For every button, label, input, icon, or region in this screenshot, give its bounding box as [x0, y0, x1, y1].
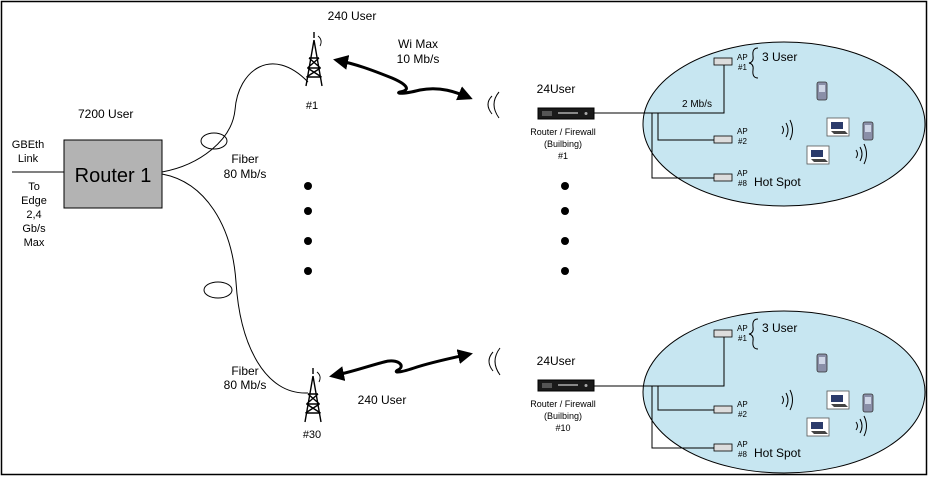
- ap-device-icon: [713, 135, 733, 144]
- ap-device-icon: [713, 443, 733, 452]
- ap-device-icon: [713, 57, 733, 66]
- wimax-label-2: 10 Mb/s: [397, 52, 440, 66]
- edge-label-line-4: Gb/s: [22, 223, 46, 235]
- fiber-top-cable: [161, 63, 309, 173]
- wifi-signal-icon: [855, 143, 867, 165]
- ap-mid-label-1: AP: [737, 127, 748, 136]
- ap-bot-label-2: #8: [738, 179, 747, 188]
- ap-bot-label-1: AP: [737, 440, 748, 449]
- continuation-dots-right: [561, 182, 569, 275]
- laptop-icon: [826, 117, 850, 137]
- cell-top-area: [642, 41, 926, 207]
- ap-bot-label-1: AP: [737, 169, 748, 178]
- tower-1: 240 User #1: [305, 9, 377, 112]
- tower-30: #30 240 User: [303, 368, 407, 441]
- ap-top-users: 3 User: [762, 321, 797, 335]
- edge-label-line-3: 2,4: [26, 209, 41, 221]
- ap-top-label-2: #1: [738, 334, 747, 343]
- hotspot-label: Hot Spot: [754, 446, 801, 460]
- laptop-icon: [826, 390, 850, 410]
- building-10-label-2: (Builbing): [544, 411, 582, 421]
- cell-bottom-area: [642, 310, 926, 474]
- ap-top-label-1: AP: [737, 324, 748, 333]
- uplink-label-line-1: GBEth: [12, 139, 44, 151]
- tower-1-users: 240 User: [328, 9, 377, 23]
- rack-router-icon: [537, 379, 595, 392]
- fiber-top-loop: [200, 132, 228, 150]
- building-1-label-3: #1: [558, 151, 568, 161]
- wimax-zigzag-bottom: [329, 349, 473, 381]
- ap-mid-label-2: #2: [738, 137, 747, 146]
- laptop-icon: [806, 417, 830, 437]
- pda-icon: [862, 121, 874, 141]
- ap-top-users: 3 User: [762, 50, 797, 64]
- ap-device-icon: [713, 405, 733, 414]
- fiber-bottom-loop: [203, 281, 233, 299]
- wimax-link-top: Wi Max 10 Mb/s: [333, 37, 473, 101]
- wifi-signal-icon: [781, 389, 793, 411]
- tower-30-label: #30: [303, 429, 321, 441]
- ap-top-label-1: AP: [737, 53, 748, 62]
- fiber-bottom: Fiber 80 Mb/s: [161, 173, 309, 394]
- tower-1-label: #1: [306, 100, 318, 112]
- ap-device-icon: [713, 329, 733, 338]
- building-10: 24User Router / Firewall (Builbing) #10: [530, 354, 596, 433]
- pda-icon: [816, 81, 828, 101]
- router-label: Router 1: [75, 165, 152, 187]
- radio-waves-bottom: [488, 347, 501, 376]
- wifi-signal-icon: [855, 415, 867, 437]
- pda-icon: [862, 393, 874, 413]
- fiber-top-label-2: 80 Mb/s: [224, 167, 267, 181]
- fiber-top-label-1: Fiber: [231, 152, 258, 166]
- building-10-label-3: #10: [555, 423, 570, 433]
- wifi-cell-bottom: AP #1 3 User AP #2 AP #8 Hot Spot: [594, 310, 926, 474]
- hotspot-label: Hot Spot: [754, 175, 801, 189]
- pda-icon: [816, 353, 828, 373]
- rack-router-icon: [537, 107, 595, 120]
- building-1-label-2: (Builbing): [544, 139, 582, 149]
- router-box: [63, 139, 163, 209]
- cell-top-link-speed: 2 Mb/s: [682, 99, 712, 110]
- brace-icon: [748, 318, 759, 350]
- core-router: GBEth Link To Edge 2,4 Gb/s Max 7200 Use…: [12, 107, 163, 249]
- wimax-zigzag-top: [333, 55, 473, 101]
- building-1-label-1: Router / Firewall: [530, 127, 596, 137]
- edge-label-line-1: To: [28, 181, 40, 193]
- building-10-users: 24User: [537, 354, 576, 368]
- ap-mid-label-2: #2: [738, 410, 747, 419]
- wimax-label-1: Wi Max: [398, 37, 438, 51]
- wimax-link-bottom: [329, 349, 473, 381]
- fiber-top: Fiber 80 Mb/s: [161, 63, 309, 181]
- wifi-cell-top: 2 Mb/s AP #1 3 User AP #2 AP #8 Hot Spot: [594, 41, 926, 207]
- laptop-icon: [806, 145, 830, 165]
- uplink-label-line-2: Link: [18, 153, 39, 165]
- building-10-label-1: Router / Firewall: [530, 399, 596, 409]
- core-user-count: 7200 User: [78, 107, 133, 121]
- radio-tower-icon: [304, 368, 322, 423]
- building-1-users: 24User: [537, 82, 576, 96]
- cell-top-wiring: [594, 62, 725, 179]
- fiber-bottom-label-2: 80 Mb/s: [224, 378, 267, 392]
- cell-bottom-wiring: [594, 334, 725, 449]
- edge-label-line-5: Max: [24, 237, 45, 249]
- ap-bot-label-2: #8: [738, 450, 747, 459]
- fiber-bottom-label-1: Fiber: [231, 364, 258, 378]
- continuation-dots-left: [304, 182, 312, 275]
- radio-tower-icon: [305, 32, 323, 87]
- ap-device-icon: [713, 173, 733, 182]
- fiber-bottom-cable: [161, 173, 309, 394]
- ap-top-label-2: #1: [738, 63, 747, 72]
- brace-icon: [748, 47, 759, 79]
- building-1: 24User Router / Firewall (Builbing) #1: [530, 82, 596, 161]
- tower-30-users: 240 User: [358, 393, 407, 407]
- wifi-signal-icon: [781, 119, 793, 141]
- edge-label-line-2: Edge: [21, 195, 47, 207]
- radio-waves-top: [487, 91, 500, 119]
- ap-mid-label-1: AP: [737, 400, 748, 409]
